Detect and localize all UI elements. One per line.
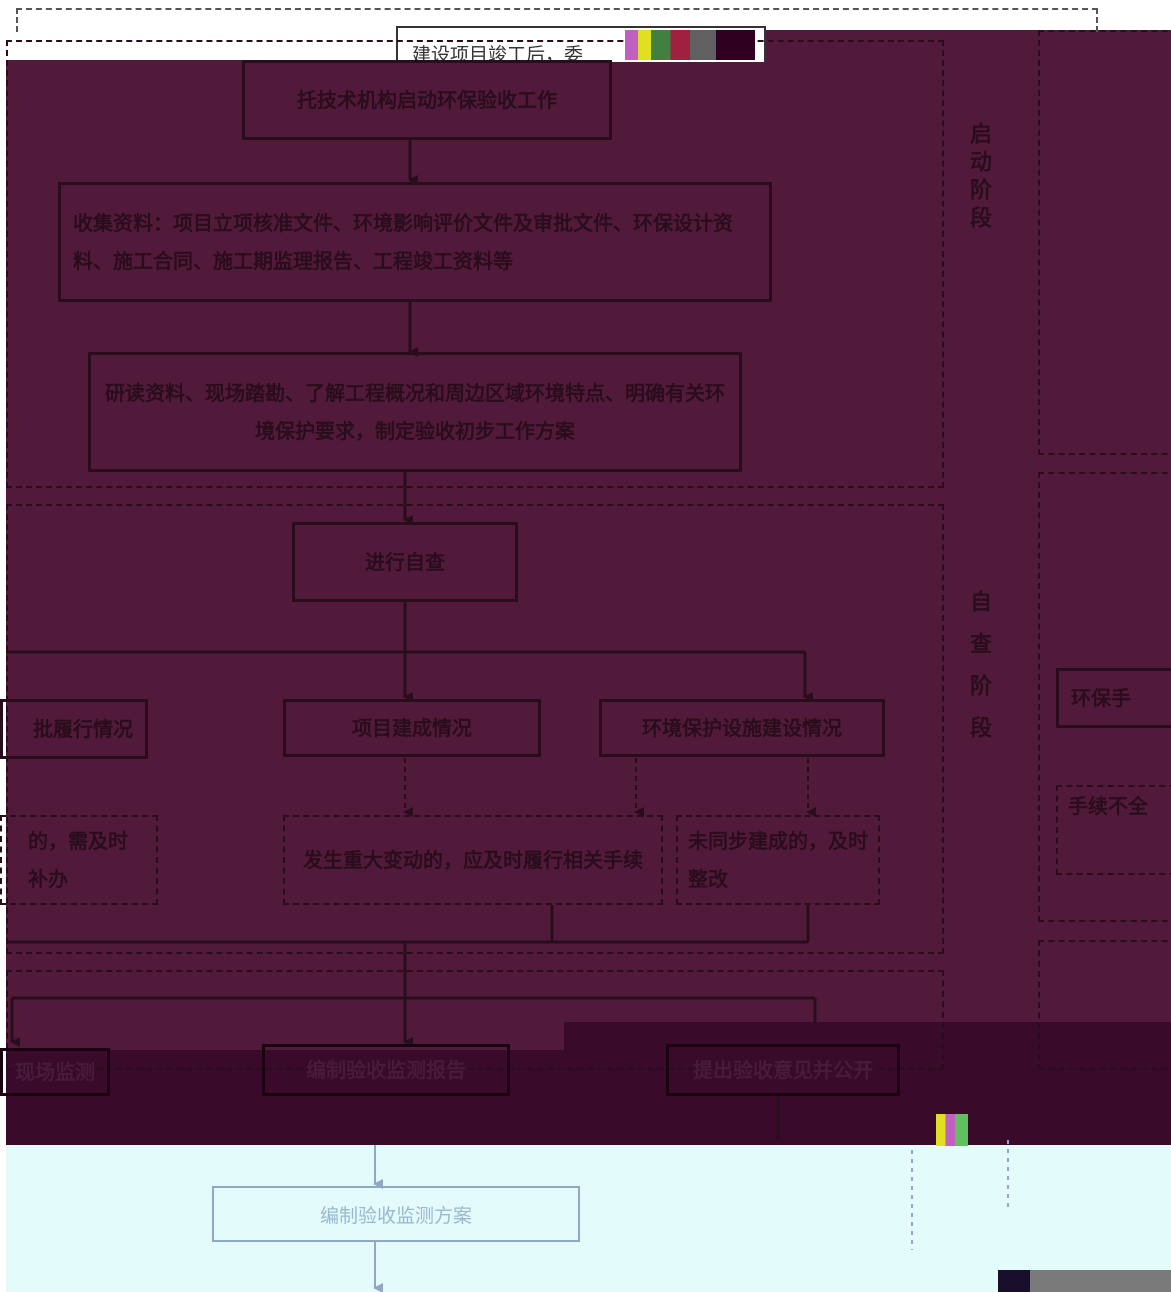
bottom-right-gray xyxy=(1030,1270,1171,1292)
collect-materials-box: 收集资料：项目立项核准文件、环境影响评价文件及审批文件、环保设计资料、施工合同、… xyxy=(58,182,772,302)
monitor-plan-text: 编制验收监测方案 xyxy=(319,1204,472,1227)
not-synced-text: 未同步建成的，及时整改 xyxy=(688,829,868,891)
start-acceptance-box: 托技术机构启动环保验收工作 xyxy=(242,60,612,140)
monitor-report-box: 编制验收监测报告 xyxy=(262,1044,510,1096)
top-dashed-frame xyxy=(16,8,1098,32)
env-procedure-box: 环保手 xyxy=(1056,668,1171,728)
incomplete-procedure-text: 手续不全 xyxy=(1068,794,1148,818)
approval-status-text: 批履行情况 xyxy=(33,717,133,741)
major-change-box: 发生重大变动的，应及时履行相关手续 xyxy=(283,815,663,905)
bottom-stage-frame xyxy=(6,970,944,1070)
monitor-plan-box: 编制验收监测方案 xyxy=(212,1186,580,1242)
bottom-right-block xyxy=(998,1270,1030,1292)
facility-status-text: 环境保护设施建设情况 xyxy=(642,716,842,740)
light-region xyxy=(6,1145,1171,1292)
header-fragment-text: 建设项目竣工后，委 xyxy=(412,44,584,62)
acceptance-opinion-text: 提出验收意见并公开 xyxy=(693,1058,873,1082)
start-stage-label: 启动阶段 xyxy=(966,122,991,234)
self-check-stage-label: 自查阶段 xyxy=(966,590,991,758)
glitch-fragment-top xyxy=(625,30,755,60)
self-check-box: 进行自查 xyxy=(292,522,518,602)
supplement-note-text: 的，需及时补办 xyxy=(28,829,128,891)
approval-status-box: 批履行情况 xyxy=(0,699,148,759)
start-stage-frame xyxy=(6,40,944,488)
acceptance-opinion-box: 提出验收意见并公开 xyxy=(666,1044,900,1096)
project-status-box: 项目建成情况 xyxy=(283,699,541,757)
incomplete-procedure-box: 手续不全 xyxy=(1056,785,1171,875)
start-acceptance-text: 托技术机构启动环保验收工作 xyxy=(297,88,557,112)
overlay-lower-dark xyxy=(6,1050,1171,1145)
facility-status-box: 环境保护设施建设情况 xyxy=(599,699,885,757)
right-frame-1 xyxy=(1038,30,1171,455)
supplement-note-box: 的，需及时补办 xyxy=(0,815,158,905)
env-procedure-text: 环保手 xyxy=(1071,686,1131,710)
not-synced-box: 未同步建成的，及时整改 xyxy=(676,815,880,905)
study-plan-text: 研读资料、现场踏勘、了解工程概况和周边区域环境特点、明确有关环境保护要求，制定验… xyxy=(105,381,725,443)
study-plan-box: 研读资料、现场踏勘、了解工程概况和周边区域环境特点、明确有关环境保护要求，制定验… xyxy=(88,352,742,472)
self-check-text: 进行自查 xyxy=(365,550,445,574)
collect-materials-text: 收集资料：项目立项核准文件、环境影响评价文件及审批文件、环保设计资料、施工合同、… xyxy=(73,211,733,273)
major-change-text: 发生重大变动的，应及时履行相关手续 xyxy=(303,848,643,872)
right-frame-2 xyxy=(1038,472,1171,922)
monitor-report-text: 编制验收监测报告 xyxy=(306,1058,466,1082)
overlay-lower-dark-right xyxy=(564,1022,1171,1052)
glitch-fragment-mid xyxy=(936,1114,968,1146)
overlay-top-strip xyxy=(760,30,1171,62)
self-check-stage-frame xyxy=(6,504,944,954)
field-monitoring-text: 现场监测 xyxy=(15,1060,95,1084)
right-frame-3 xyxy=(1038,940,1171,1070)
overlay-main xyxy=(6,60,1171,1050)
project-status-text: 项目建成情况 xyxy=(352,716,472,740)
field-monitoring-box: 现场监测 xyxy=(0,1048,110,1096)
